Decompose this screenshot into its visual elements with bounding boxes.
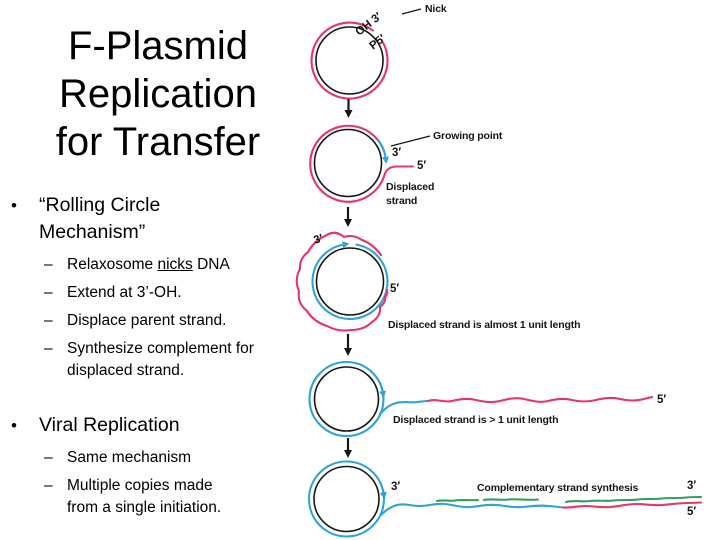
three-prime-label: 3′ <box>312 233 325 247</box>
sub-bullet-text: Extend at 3’-OH. <box>67 284 182 301</box>
dash-marker: – <box>44 284 53 301</box>
new-strand-ring <box>311 241 389 321</box>
text-line-1: Multiple copies made <box>67 477 213 494</box>
displaced-strand-label-line2: strand <box>386 195 417 207</box>
sub-bullet-text: Same mechanism <box>67 449 192 466</box>
title-line-1: F-Plasmid <box>67 24 249 68</box>
nick-pointer-line <box>401 8 422 15</box>
three-prime-label: 3′ <box>391 481 400 493</box>
stage5-caption: Complementary strand synthesis <box>477 482 639 494</box>
text-line-2: from a single initiation. <box>67 499 222 516</box>
new-strand-arrow <box>379 481 387 500</box>
outer-strand-nicked <box>310 21 389 100</box>
displaced-strand-long <box>426 395 654 404</box>
bullet-label: “Rolling Circle Mechanism” <box>39 194 161 243</box>
sub-bullet-item: – Relaxosome nicks DNA <box>44 254 312 276</box>
displaced-strand-label-line1: Displaced <box>386 181 434 193</box>
plasmid-inner-circle <box>313 366 380 432</box>
stage5-complementary-synthesis: 3′ Complementary strand synthesis 3′ 5′ <box>307 460 703 538</box>
plasmid-inner-circle <box>315 247 385 316</box>
bullet-marker: • <box>11 196 17 215</box>
bullet-item-viral-replication: • Viral Replication <box>8 412 312 439</box>
sub-bullet-text: Multiple copies made from a single initia… <box>67 475 283 519</box>
sub-bullet-text: Synthesize complement for displaced stran… <box>67 338 283 382</box>
title-line-2: Replication <box>59 72 257 116</box>
plasmid-inner-circle <box>313 128 383 198</box>
dash-marker: – <box>44 477 53 494</box>
underlined-word: nicks <box>157 256 193 273</box>
complementary-strand-segments <box>435 495 703 504</box>
new-strand-arrow <box>377 139 389 164</box>
sub-bullet-text: Displace parent strand. <box>67 312 227 329</box>
dash-marker: – <box>44 312 53 329</box>
five-prime-label: 5′ <box>417 160 426 172</box>
bullet-label: Viral Replication <box>39 414 180 436</box>
sub-bullet-item: – Extend at 3’-OH. <box>44 282 312 304</box>
sub-bullet-item: – Same mechanism <box>44 447 312 469</box>
text-line-2: displaced strand. <box>67 362 185 379</box>
stage4-more-than-one-unit: 5′ Displaced strand is > 1 unit length <box>308 360 666 438</box>
growing-point-pointer-line <box>390 135 431 147</box>
plasmid-inner-circle <box>313 465 380 533</box>
three-prime-label: 3′ <box>392 147 401 159</box>
slide-title: F-Plasmid Replication for Transfer <box>2 22 314 166</box>
plasmid-inner-circle <box>315 26 384 95</box>
sub-bullet-item: – Multiple copies made from a single init… <box>44 475 312 519</box>
bullet-marker: • <box>11 416 17 435</box>
sub-bullet-group-2: – Same mechanism – Multiple copies made f… <box>44 447 312 519</box>
sub-bullet-group-1: – Relaxosome nicks DNA – Extend at 3’-OH… <box>44 254 312 382</box>
sub-bullet-text: Relaxosome nicks DNA <box>67 254 283 276</box>
displaced-strand-loop <box>295 231 389 332</box>
tail-blue-segment <box>379 502 565 517</box>
text-line-1: Synthesize complement for <box>67 340 254 357</box>
growing-point-label: Growing point <box>433 130 503 142</box>
dash-marker: – <box>44 449 53 466</box>
text-pre: Relaxosome <box>67 256 158 273</box>
dash-marker: – <box>44 340 53 357</box>
stage2-growing-point: Growing point 3′ 5′ Displaced strand <box>309 124 503 207</box>
tail-blue-segment <box>378 399 430 416</box>
nick-label: Nick <box>425 3 447 15</box>
text-post: DNA <box>192 256 230 273</box>
five-prime-end-label: 5′ <box>687 506 696 518</box>
stage1-nicked-plasmid: OH 3′ P5′ Nick <box>310 3 447 100</box>
stage3-almost-one-unit: 3′ 5′ Displaced strand is almost 1 unit … <box>295 231 581 332</box>
tail-pink-segment <box>561 501 703 509</box>
stage4-caption: Displaced strand is > 1 unit length <box>393 414 558 426</box>
new-strand-ring <box>308 360 385 438</box>
bullet-list: • “Rolling Circle Mechanism” – Relaxosom… <box>8 192 312 525</box>
title-line-3: for Transfer <box>55 120 261 164</box>
displaced-strand-short <box>309 124 415 203</box>
bullet-item-rolling-circle: • “Rolling Circle Mechanism” <box>8 192 312 246</box>
five-prime-label: 5′ <box>657 394 666 406</box>
sub-bullet-item: – Synthesize complement for displaced str… <box>44 338 312 382</box>
new-strand-arrow <box>378 381 387 399</box>
five-prime-label: 5′ <box>390 283 399 295</box>
dash-marker: – <box>44 256 53 273</box>
new-strand-ring <box>307 460 386 538</box>
sub-bullet-item: – Displace parent strand. <box>44 310 312 332</box>
three-prime-end-label: 3′ <box>687 480 696 492</box>
stage3-caption: Displaced strand is almost 1 unit length <box>388 319 580 331</box>
